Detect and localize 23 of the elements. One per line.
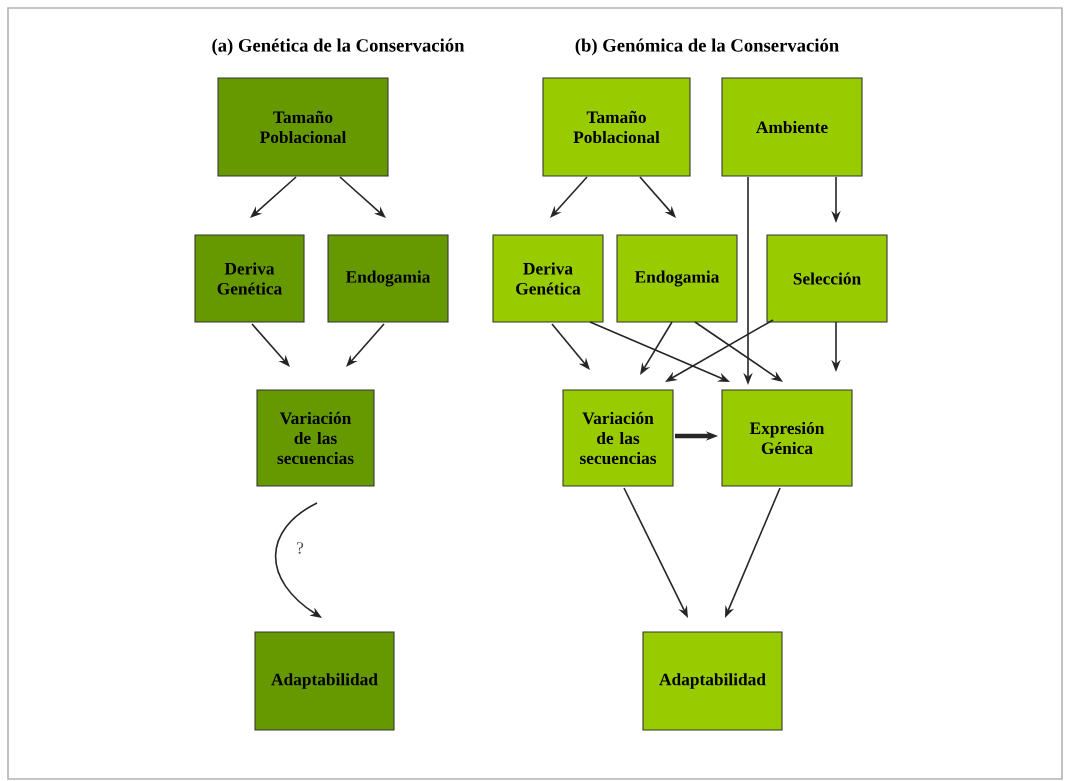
edge-label: ? <box>294 540 306 556</box>
process-box: Tamaño Poblacional <box>217 77 389 177</box>
process-box: Adaptabilidad <box>642 631 783 731</box>
process-box: Variación de las secuencias <box>562 389 674 487</box>
process-box: Selección <box>766 234 888 323</box>
arrow <box>550 176 588 218</box>
process-box: Variación de las secuencias <box>256 389 375 487</box>
panel-title: (a) Genética de la Conservación <box>212 38 465 56</box>
arrow <box>339 176 386 218</box>
panel-title: (b) Genómica de la Conservación <box>575 38 839 56</box>
process-box: Endogamia <box>327 234 449 323</box>
process-box: Expresión Génica <box>721 389 853 487</box>
arrow <box>250 176 297 218</box>
arrow <box>639 176 676 218</box>
process-box: Deriva Genética <box>194 234 305 323</box>
arrow <box>346 323 385 367</box>
process-box: Ambiente <box>721 77 863 177</box>
arrow <box>251 323 290 367</box>
process-box: Tamaño Poblacional <box>542 77 691 177</box>
process-box: Adaptabilidad <box>254 631 395 731</box>
arrow <box>551 323 590 370</box>
process-box: Deriva Genética <box>492 234 604 323</box>
process-box: Endogamia <box>616 234 738 323</box>
